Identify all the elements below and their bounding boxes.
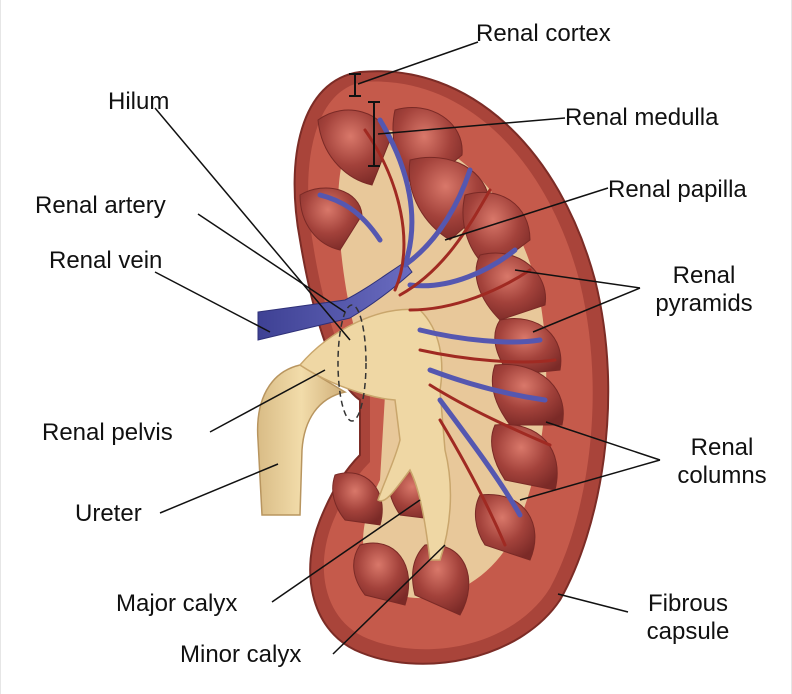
label-renal-artery: Renal artery [35, 192, 166, 219]
label-renal-pelvis: Renal pelvis [42, 419, 173, 446]
label-ureter: Ureter [75, 500, 142, 527]
leader-fibrous-capsule [558, 594, 628, 612]
label-renal-pyramids-line2: pyramids [640, 290, 768, 317]
label-renal-columns-line2: columns [660, 462, 784, 489]
label-major-calyx: Major calyx [116, 590, 237, 617]
label-renal-pyramids-line1: Renal [640, 262, 768, 289]
label-renal-columns-line1: Renal [660, 434, 784, 461]
label-renal-vein: Renal vein [49, 247, 162, 274]
label-renal-medulla: Renal medulla [565, 104, 718, 131]
label-minor-calyx: Minor calyx [180, 641, 301, 668]
label-renal-papilla: Renal papilla [608, 176, 747, 203]
leader-renal-vein [155, 272, 270, 332]
label-hilum: Hilum [108, 88, 169, 115]
label-fibrous-capsule-line2: capsule [628, 618, 748, 645]
label-fibrous-capsule-line1: Fibrous [628, 590, 748, 617]
label-renal-cortex: Renal cortex [476, 20, 611, 47]
